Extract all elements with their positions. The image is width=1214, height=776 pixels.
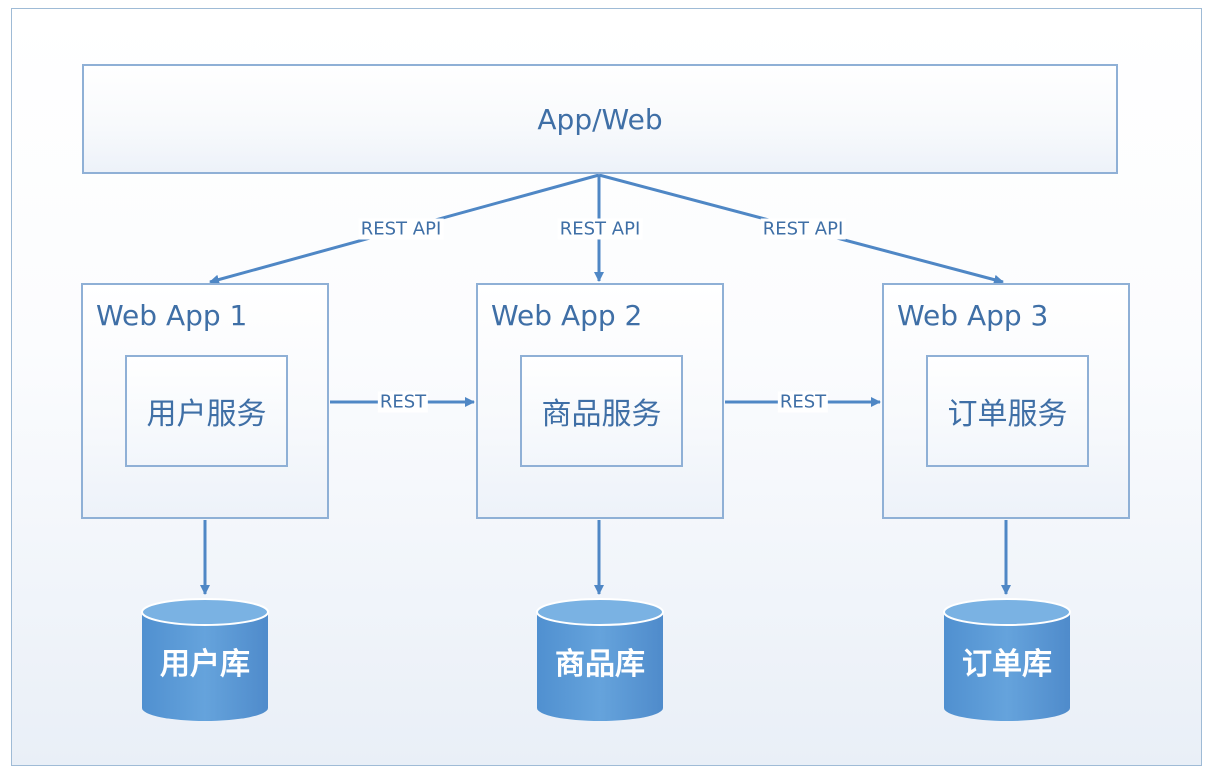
web-app-1-title: Web App 1 (96, 299, 248, 332)
edge-label-rest-2: REST (777, 391, 829, 413)
web-app-3-title: Web App 3 (897, 299, 1049, 332)
database-user-cylinder (141, 598, 269, 721)
product-service-box: 商品服务 (520, 355, 683, 467)
web-app-2-title: Web App 2 (491, 299, 643, 332)
database-user-label: 用户库 (160, 647, 250, 682)
order-service-label: 订单服务 (947, 397, 1068, 432)
database-order-cylinder (943, 598, 1071, 721)
product-service-label: 商品服务 (541, 397, 662, 432)
edge-label-rest-api-3: REST API (760, 218, 846, 240)
database-product-label: 商品库 (555, 647, 645, 682)
web-app-2-box: Web App 2 商品服务 (476, 283, 724, 519)
user-service-label: 用户服务 (146, 397, 267, 432)
user-service-box: 用户服务 (125, 355, 288, 467)
database-order-label: 订单库 (962, 647, 1052, 682)
edge-label-rest-api-1: REST API (358, 218, 444, 240)
edge-label-rest-1: REST (377, 391, 429, 413)
web-app-3-box: Web App 3 订单服务 (882, 283, 1130, 519)
app-web-box: App/Web (82, 64, 1118, 174)
database-product-cylinder (536, 598, 664, 721)
app-web-label: App/Web (537, 102, 663, 136)
edge-label-rest-api-2: REST API (557, 218, 643, 240)
web-app-1-box: Web App 1 用户服务 (81, 283, 329, 519)
order-service-box: 订单服务 (926, 355, 1089, 467)
